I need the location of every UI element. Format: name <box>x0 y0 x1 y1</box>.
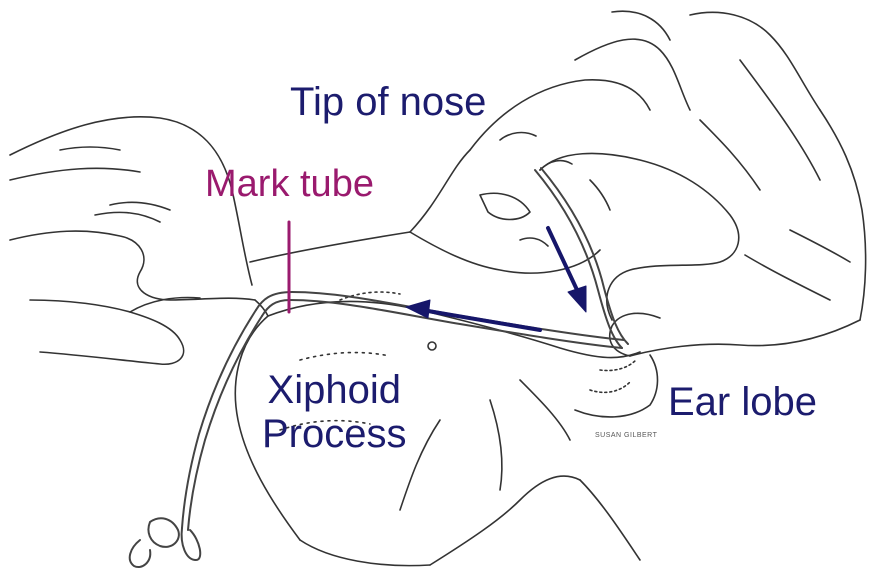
left-hand-illustration <box>10 117 268 364</box>
baby-head-illustration <box>410 80 658 417</box>
ear-lobe-label: Ear lobe <box>668 382 817 422</box>
right-hand-illustration <box>540 11 866 356</box>
mark-tube-label: Mark tube <box>205 165 374 203</box>
tip-of-nose-label: Tip of nose <box>290 82 486 122</box>
xiphoid-label-line2: Process <box>262 412 407 456</box>
baby-body-illustration <box>235 150 640 566</box>
xiphoid-label-line1: Xiphoid <box>262 368 407 412</box>
illustrator-signature: SUSAN GILBERT <box>595 432 657 439</box>
xiphoid-process-label: Xiphoid Process <box>262 368 407 456</box>
